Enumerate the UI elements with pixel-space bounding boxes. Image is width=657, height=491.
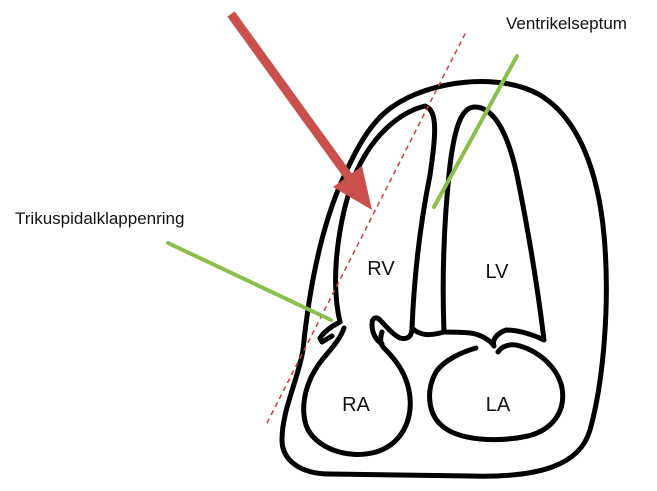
left-atrium [430, 345, 563, 440]
la-label: LA [486, 394, 511, 416]
right-atrium [304, 328, 411, 454]
red-arrow-head [333, 166, 372, 210]
rv-label: RV [367, 258, 395, 280]
right-ventricle-wall [336, 106, 435, 328]
tricuspid-callout-label: Trikuspidalklappenring [15, 209, 184, 229]
ra-label: RA [342, 394, 370, 416]
lv-label: LV [486, 261, 510, 283]
red-arrow-shaft [231, 14, 351, 180]
tricuspid-callout-line [168, 243, 331, 320]
left-ventricle-wall [443, 107, 544, 346]
tricuspid-leaflets [320, 318, 412, 344]
septum-callout-label: Ventrikelseptum [506, 14, 627, 34]
cardiac-crux [412, 328, 444, 335]
dashed-line [267, 30, 467, 423]
